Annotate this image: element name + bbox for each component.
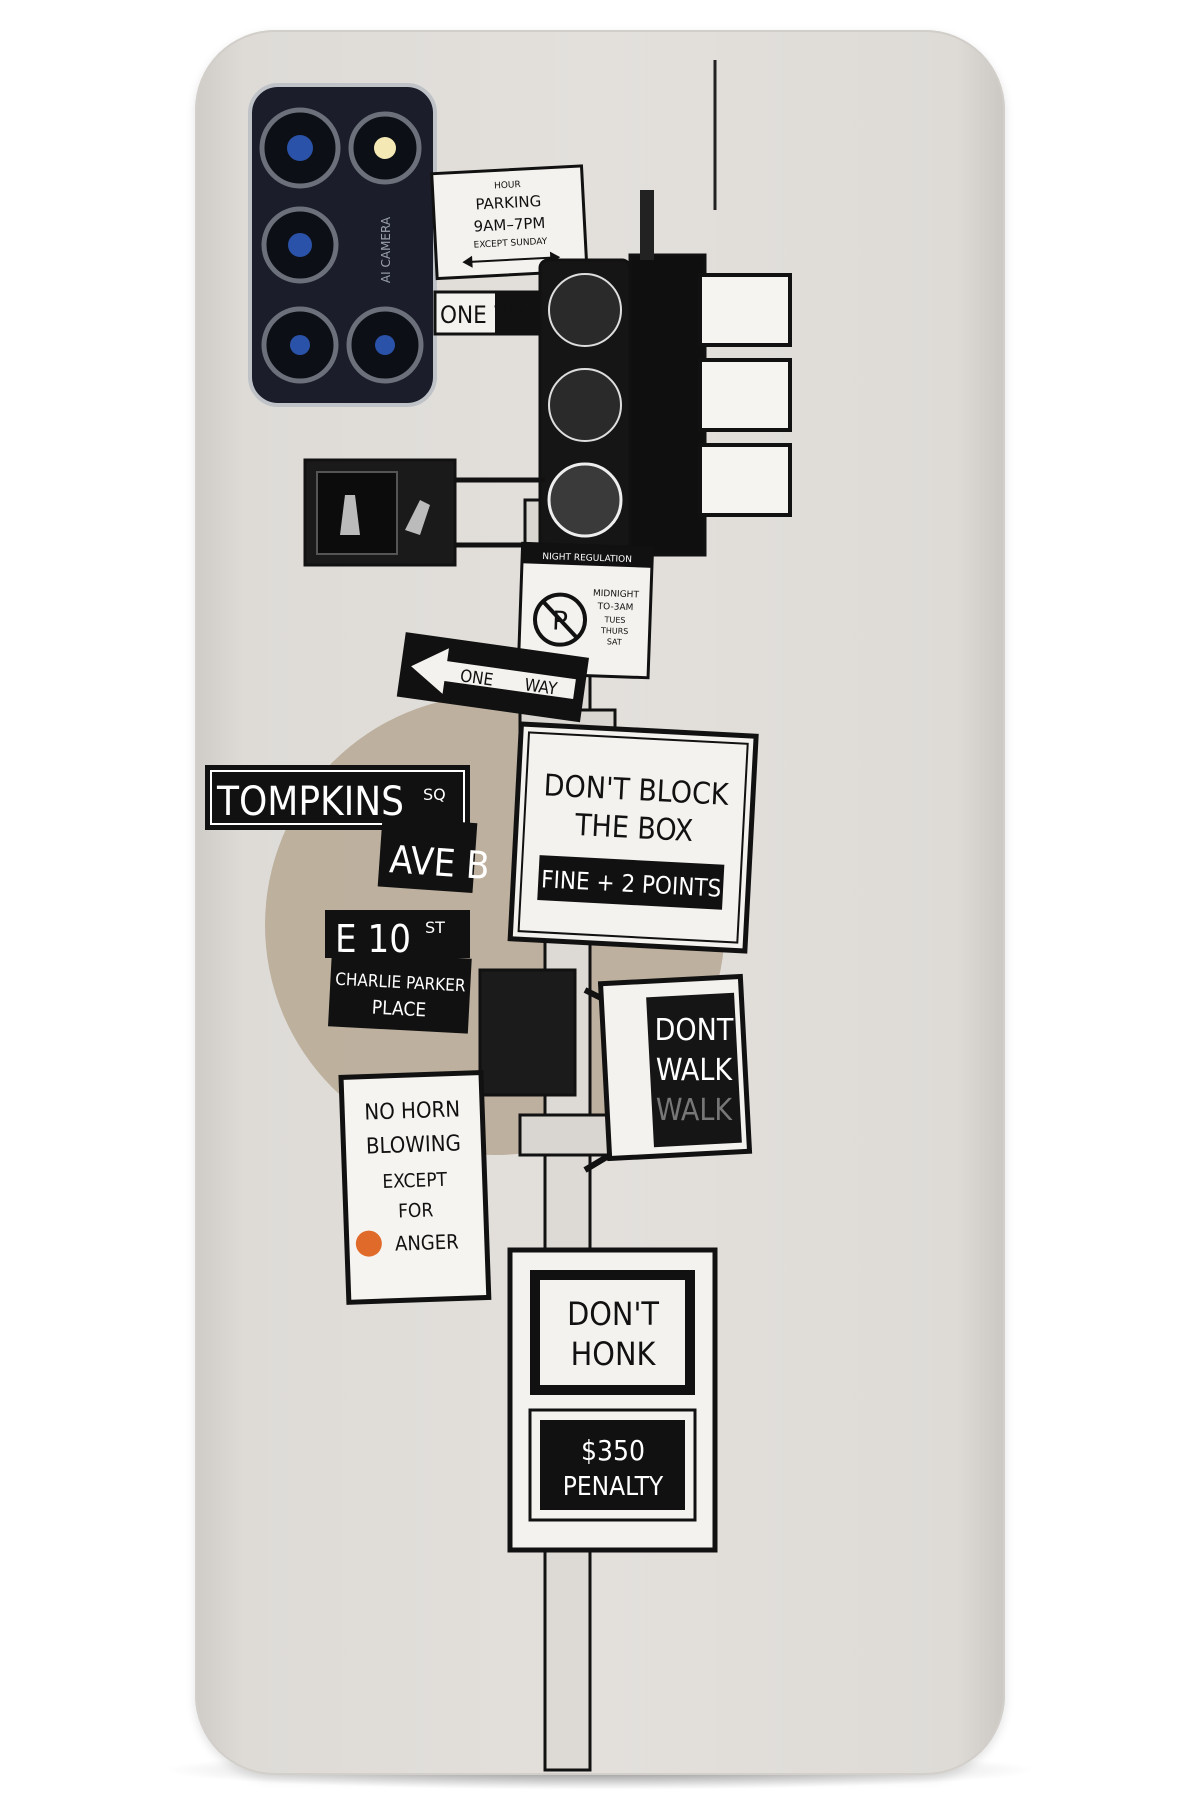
pole-collar xyxy=(518,1113,617,1157)
traffic-light xyxy=(538,190,792,557)
phone-case: AI CAMERA HOUR PARKING 9AM–7PM EXCEPT SU… xyxy=(195,30,1005,1775)
no-horn-sign: NO HORN BLOWING EXCEPT FOR ANGER xyxy=(338,1069,492,1305)
dont-walk-line2: WALK xyxy=(656,1053,734,1088)
ave-b-text: AVE B xyxy=(388,837,491,888)
e10-suffix: ST xyxy=(425,918,445,937)
night-line5: SAT xyxy=(607,637,622,647)
camera-module: AI CAMERA xyxy=(248,83,437,407)
charlie-line2: PLACE xyxy=(371,997,426,1022)
parking-sign: HOUR PARKING 9AM–7PM EXCEPT SUNDAY xyxy=(430,164,589,281)
no-horn-line4: FOR xyxy=(398,1199,434,1222)
tompkins-suffix: SQ xyxy=(423,785,446,804)
dont-walk-line1: DONT xyxy=(655,1013,734,1048)
no-horn-line3: EXCEPT xyxy=(382,1169,448,1193)
parking-line1: HOUR xyxy=(494,180,521,191)
night-line4: THURS xyxy=(600,626,629,636)
tompkins-name: TOMPKINS xyxy=(216,779,404,825)
pole-box xyxy=(478,968,577,1097)
night-title: NIGHT REGULATION xyxy=(542,552,632,565)
night-line3: TUES xyxy=(603,615,625,625)
tompkins-sign: TOMPKINS SQ xyxy=(205,765,470,830)
parking-line3: 9AM–7PM xyxy=(473,214,546,236)
no-horn-line5: ANGER xyxy=(395,1229,459,1255)
dont-honk-sign: DON'T HONK $350 PENALTY xyxy=(507,1247,718,1553)
night-line2: TO-3AM xyxy=(596,602,633,613)
street-signs-artwork: AI CAMERA HOUR PARKING 9AM–7PM EXCEPT SU… xyxy=(205,60,792,1772)
dont-walk-signal: DONT WALK WALK xyxy=(583,973,753,1173)
dont-honk-line2: HONK xyxy=(571,1335,657,1373)
pedestrian-signal xyxy=(303,458,545,567)
no-horn-line1: NO HORN xyxy=(364,1097,461,1125)
dont-walk-line3: WALK xyxy=(656,1093,734,1128)
camera-label: AI CAMERA xyxy=(379,216,393,283)
ave-b-sign: AVE B xyxy=(377,816,491,894)
night-regulation-sign: NIGHT REGULATION P MIDNIGHT TO-3AM TUES … xyxy=(516,541,655,680)
dont-block-sign: DON'T BLOCK THE BOX FINE + 2 POINTS xyxy=(507,721,759,954)
parking-line2: PARKING xyxy=(475,192,542,213)
night-line1: MIDNIGHT xyxy=(593,589,640,601)
parking-line4: EXCEPT SUNDAY xyxy=(473,237,548,251)
dont-honk-line4: PENALTY xyxy=(563,1472,664,1502)
dont-block-line2: THE BOX xyxy=(573,808,694,849)
no-horn-line2: BLOWING xyxy=(366,1131,462,1159)
one-way-word2: WAY xyxy=(523,675,559,699)
one-way-arrow-sign: ONE WAY xyxy=(396,632,589,723)
one-way-top-text: ONE WA xyxy=(440,301,529,329)
dont-honk-line1: DON'T xyxy=(567,1295,659,1333)
dont-honk-line3: $350 xyxy=(581,1434,645,1467)
charlie-parker-sign: CHARLIE PARKER PLACE xyxy=(328,951,472,1034)
one-way-word1: ONE xyxy=(459,666,495,690)
one-way-top-sign: ONE WA xyxy=(433,290,547,336)
